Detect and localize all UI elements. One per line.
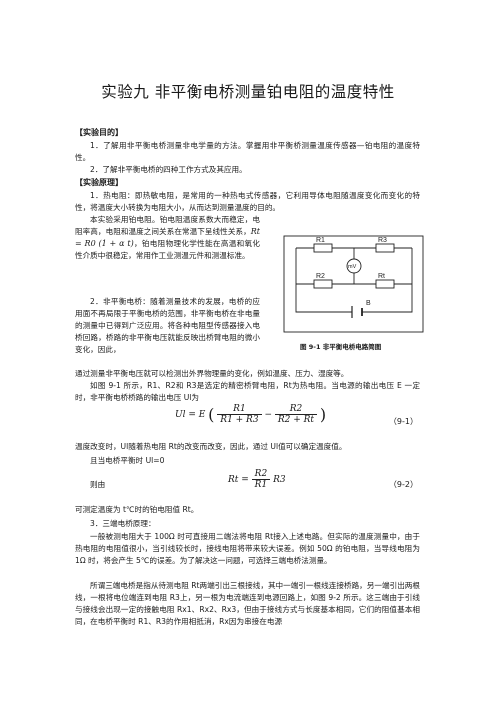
label-rt: Rt [378, 273, 385, 280]
platinum-paragraph: 本实验采用铂电阻。铂电阻温度系数大而稳定，电阻率高，电阻和温度之间关系在常温下呈… [75, 214, 260, 262]
eq1-fraction-1: R1 R1 + R3 [217, 404, 262, 425]
bridge-description: 如图 9-1 所示，R1、R2和 R3是选定的精密桥臂电阻，Rt为热电阻。当电源… [75, 381, 420, 403]
eq1-f2-den: R2 + Rt [277, 415, 315, 425]
eq2-lhs: Rt = [228, 475, 249, 485]
three-terminal-paragraph-2: 所谓三端电桥是指从待测电阻 Rt两端引出三根接线，其中一端引一根线连接桥路，另一… [75, 581, 420, 627]
principle-thermistor: 1．热电阻：即热敏电阻，是常用的一种热电式传感器，它利用导体电阻随温度变化而变化… [75, 191, 420, 213]
purpose-heading: 【实验目的】 [75, 128, 123, 137]
resistor-r2 [313, 279, 333, 289]
nonbalanced-bridge-paragraph: 2．非平衡电桥：随着测量技术的发展，电桥的应用面不再局限于平衡电桥的范围，非平衡… [75, 297, 260, 355]
label-battery: B [366, 300, 371, 307]
label-r2: R2 [316, 273, 325, 280]
eq2-num: R2 [251, 469, 271, 480]
then-label: 则由 [90, 480, 106, 489]
eq1-f1-num: R1 [217, 404, 262, 415]
platinum-text: 本实验采用铂电阻。铂电阻温度系数大而稳定，电阻率高，电阻和温度之间关系在常温下呈… [75, 215, 260, 237]
eq1-fraction-2: R2 R2 + Rt [274, 404, 318, 425]
label-r1: R1 [316, 237, 325, 244]
resistor-rt [375, 279, 395, 289]
three-terminal-heading: 3．三端电桥原理： [90, 519, 156, 528]
principle-heading: 【实验原理】 [75, 178, 123, 187]
purpose-item-2: 2．了解非平衡电桥的四种工作方式及其应用。 [90, 165, 247, 174]
voltage-change-text: 温度改变时，Ul随着热电阻 Rt的改变而改变，因此，通过 Ul值可以确定温度值。 [75, 442, 347, 451]
resistor-r3 [375, 243, 395, 253]
linear-formula: Rt = R0 (1 + α t) [75, 227, 260, 249]
equation-9-1: Ul = E ( R1 R1 + R3 − R2 R2 + Rt ) [175, 404, 327, 425]
bridge-circuit-diagram: R1 R3 R2 Rt mV B [283, 235, 424, 333]
resistor-r1 [313, 243, 333, 253]
nonbalanced-bridge-continued: 通过测量非平衡电压就可以检测出外界物理量的变化，例如温度、压力、湿度等。 [75, 369, 349, 378]
eq1-f2-num: R2 [274, 404, 318, 415]
eq1-minus: − [264, 410, 272, 420]
page-title: 实验九 非平衡电桥测量铂电阻的温度特性 [101, 83, 395, 101]
eq2-den: R1 [254, 480, 268, 490]
label-meter: mV [348, 264, 357, 270]
diagram-frame [283, 235, 424, 333]
platinum-text-tail: ，铂电阻物理化学性能在高温和氧化性介质中很稳定，常用作工业测温元件和测温标准。 [75, 239, 260, 261]
equation-9-1-number: （9-1） [388, 417, 418, 426]
label-r3: R3 [378, 237, 387, 244]
eq1-lhs: Ul = E [175, 410, 206, 420]
measure-resistance-text: 可测定温度为 t℃时的铂电阻值 Rt。 [75, 505, 199, 514]
eq2-tail: R3 [273, 475, 286, 485]
purpose-item-1: 1．了解用非平衡电桥测量非电学量的方法。掌握用非平衡桥测量温度传感器—铂电阻的温… [75, 141, 420, 163]
equation-9-2-number: （9-2） [388, 480, 418, 489]
figure-caption: 图 9-1 非平衡电桥电路简图 [300, 343, 382, 351]
eq2-fraction: R2 R1 [251, 469, 271, 490]
balance-condition-text: 且当电桥平衡时 Ul=0 [90, 456, 165, 465]
three-terminal-paragraph-1: 一般被测电阻大于 100Ω 时可直接用二端法将电阻 Rt接入上述电路。但实际的温… [75, 532, 420, 566]
equation-9-2: Rt = R2 R1 R3 [228, 469, 286, 490]
eq1-f1-den: R1 + R3 [220, 415, 259, 425]
